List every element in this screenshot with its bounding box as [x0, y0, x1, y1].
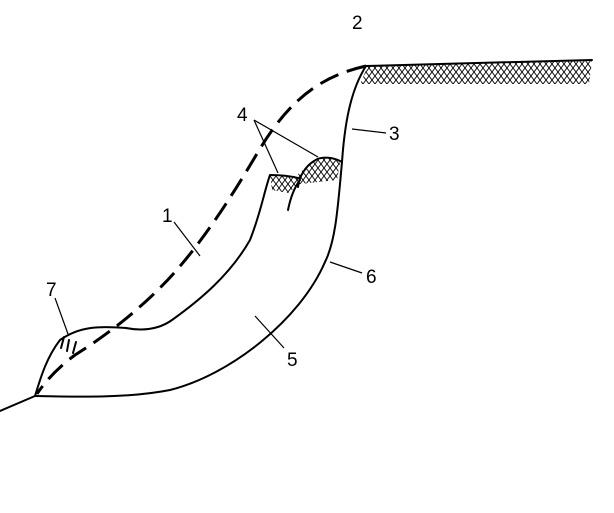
secondary-crack-line — [287, 179, 301, 211]
leader-line-7 — [54, 297, 69, 335]
leader-line-4a — [253, 119, 279, 174]
label-1: 1 — [162, 206, 173, 227]
main-scarp-line — [341, 65, 367, 163]
ground-surface-line — [365, 59, 593, 67]
label-3: 3 — [389, 124, 400, 145]
leader-line-6 — [329, 261, 363, 274]
label-7: 7 — [46, 280, 57, 301]
original-slope-line — [35, 64, 367, 395]
toe-ground-line — [0, 395, 36, 412]
ground-hatch-step — [270, 157, 340, 193]
label-5: 5 — [287, 350, 298, 371]
leader-line-5 — [254, 315, 285, 349]
label-4: 4 — [237, 105, 248, 126]
leader-line-1 — [173, 221, 201, 257]
leader-line-3 — [351, 128, 387, 134]
ground-hatch-top — [360, 61, 592, 84]
sliding-surface-line — [34, 161, 343, 398]
label-6: 6 — [366, 267, 377, 288]
label-2: 2 — [352, 13, 363, 34]
leader-line-4b — [253, 119, 319, 158]
toe-crack-marks — [60, 336, 77, 354]
landslide-surface-line — [34, 156, 343, 397]
